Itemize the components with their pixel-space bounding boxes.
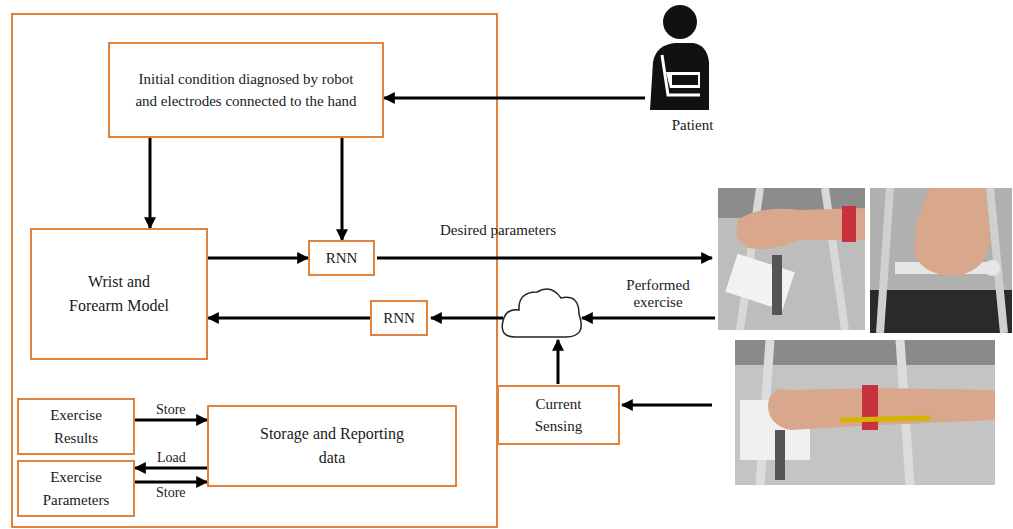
flow-connector — [341, 138, 344, 240]
node-text: RNN — [326, 247, 358, 270]
flow-connector — [135, 467, 207, 470]
edge-label: Load — [155, 450, 188, 465]
flow-connector — [149, 138, 152, 228]
data-box: Exercise Parameters — [17, 460, 135, 517]
patient-icon — [650, 5, 709, 110]
node-text: Patient — [672, 114, 714, 137]
flow-arrow — [622, 404, 712, 407]
node-text: RNN — [383, 307, 415, 330]
flow-connector — [384, 97, 645, 100]
flow-connector — [208, 317, 370, 320]
node-text: Storage and Reporting data — [249, 422, 415, 470]
flow-connector — [208, 257, 308, 260]
node-text: Exercise Results — [34, 404, 118, 449]
photo-wrist-flexion — [718, 188, 865, 330]
cloud-symbol — [502, 289, 581, 337]
storage-box: Storage and Reporting data — [207, 405, 457, 487]
model-box: Wrist and Forearm Model — [30, 228, 208, 360]
node-text: Exercise Parameters — [31, 466, 121, 511]
flow-label: Performed exercise — [610, 277, 706, 312]
edge-label: Store — [154, 402, 188, 417]
data-box: Exercise Results — [17, 398, 135, 455]
flow-connector — [135, 481, 207, 484]
process-box: Initial condition diagnosed by robot and… — [108, 42, 384, 138]
photo-forearm-rotation — [735, 340, 995, 485]
flow-arrow — [377, 257, 712, 260]
node-text: Current Sensing — [519, 393, 598, 438]
flow-arrow — [557, 340, 560, 384]
flow-arrow — [582, 317, 715, 320]
rnn-box: RNN — [308, 240, 375, 276]
node-text: Initial condition diagnosed by robot and… — [128, 68, 364, 113]
flow-label: Desired parameters — [440, 222, 620, 239]
sensing-box: Current Sensing — [497, 385, 620, 445]
photo-wrist-grip — [870, 188, 1012, 333]
system-frame — [12, 14, 497, 527]
rnn-box: RNN — [370, 300, 428, 336]
flow-arrow — [431, 317, 503, 320]
flow-connector — [135, 419, 207, 422]
edge-label: Store — [154, 485, 188, 500]
patient-actor: Patient — [645, 0, 740, 142]
node-text: Wrist and Forearm Model — [62, 270, 176, 318]
